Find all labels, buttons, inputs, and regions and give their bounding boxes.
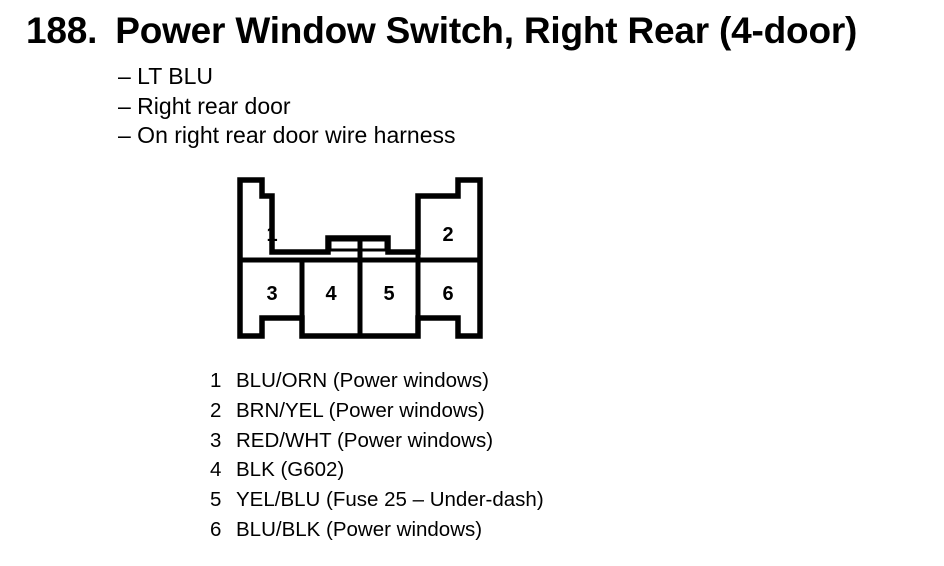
lock-tab xyxy=(328,238,388,252)
pin-description: BLU/ORN (Power windows) xyxy=(236,369,489,392)
pin-number: 2 xyxy=(210,398,222,422)
pin-description: BRN/YEL (Power windows) xyxy=(236,398,485,422)
cavity-label-2: 2 xyxy=(442,224,453,246)
connector-color: – LT BLU xyxy=(118,63,214,89)
pin-description: YEL/BLU (Fuse 25 – Under-dash) xyxy=(236,488,544,512)
connector-info: – LT BLU – Right rear door – On right re… xyxy=(118,62,456,151)
connector-diagram: 1 2 3 4 5 6 xyxy=(230,172,490,347)
connector-harness: – On right rear door wire harness xyxy=(118,122,456,148)
connector-location: – Right rear door xyxy=(118,92,291,119)
pin-row-1: 1 BLU/ORN (Power windows) xyxy=(210,366,544,396)
cavity-label-6: 6 xyxy=(442,283,453,305)
pin-description: RED/WHT (Power windows) xyxy=(236,428,494,452)
cavity-label-3: 3 xyxy=(266,283,277,305)
pin-row-6: 6 BLU/BLK (Power windows) xyxy=(210,515,544,545)
section-title: Power Window Switch, Right Rear (4-door) xyxy=(115,10,858,51)
pin-number: 4 xyxy=(210,458,222,482)
pin-description: BLK (G602) xyxy=(236,458,345,482)
pin-number: 5 xyxy=(210,488,222,512)
connector-face-svg: 1 2 3 4 5 6 xyxy=(237,177,483,339)
pin-row-3: 3 RED/WHT (Power windows) xyxy=(210,426,544,456)
pin-description: BLU/BLK (Power windows) xyxy=(236,517,483,541)
pin-number: 3 xyxy=(210,428,222,452)
cavity-label-5: 5 xyxy=(383,283,394,305)
pin-number: 1 xyxy=(210,369,222,392)
pin-row-4: 4 BLK (G602) xyxy=(210,455,544,485)
pin-number: 6 xyxy=(210,517,222,541)
pin-list: 1 BLU/ORN (Power windows) 2 BRN/YEL (Power… xyxy=(210,366,544,545)
page-title: 188. Power Window Switch, Right Rear (4-d… xyxy=(26,10,857,52)
pin-row-5: 5 YEL/BLU (Fuse 25 – Under-dash) xyxy=(210,485,544,515)
cavity-label-4: 4 xyxy=(325,283,337,305)
pin-row-2: 2 BRN/YEL (Power windows) xyxy=(210,396,544,426)
section-number: 188. xyxy=(26,10,98,51)
cavity-label-1: 1 xyxy=(266,224,277,246)
